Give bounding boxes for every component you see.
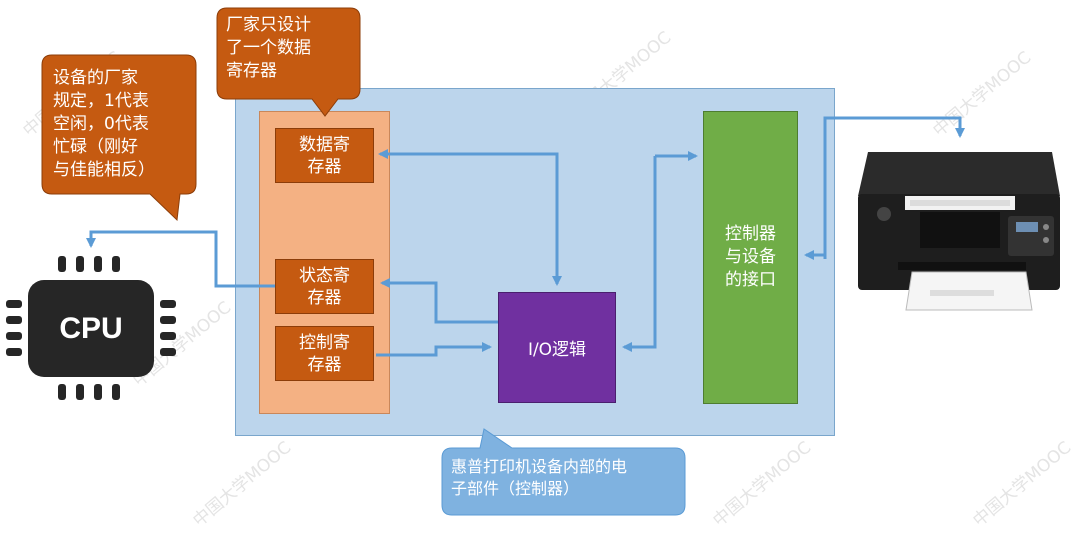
arrow-status-register xyxy=(380,278,498,324)
control-register-label: 控制寄 存器 xyxy=(299,332,350,375)
controller-device-interface: 控制器 与设备 的接口 xyxy=(703,111,798,404)
io-logic-label: I/O逻辑 xyxy=(527,340,587,360)
callout-component-shape xyxy=(441,428,686,516)
cpu-label: CPU xyxy=(28,280,154,377)
callout-status-rule: 设备的厂家 规定，1代表 空闲，0代表 忙碌（刚好 与佳能相反） xyxy=(53,67,193,182)
callout-manufacturer: 厂家只设计 了一个数据 寄存器 xyxy=(226,14,356,83)
io-logic-block: I/O逻辑 xyxy=(498,292,616,403)
arrow-io-interface xyxy=(622,156,657,352)
data-register: 数据寄 存器 xyxy=(275,128,374,183)
printer-icon xyxy=(858,152,1060,311)
cpu-icon xyxy=(6,256,176,400)
callout-manufacturer-text: 厂家只设计 了一个数据 寄存器 xyxy=(226,15,311,81)
arrow-control-register xyxy=(376,342,492,357)
callout-component-text: 惠普打印机设备内部的电 子部件（控制器） xyxy=(451,457,628,498)
callout-manufacturer-shape xyxy=(216,7,361,117)
data-register-label: 数据寄 存器 xyxy=(299,134,350,177)
control-register: 控制寄 存器 xyxy=(275,326,374,381)
controller-interface-label: 控制器 与设备 的接口 xyxy=(725,224,776,290)
arrow-data-register xyxy=(378,149,559,278)
arrow-printer xyxy=(823,116,965,259)
cpu-label-text: CPU xyxy=(59,311,123,345)
callout-status-rule-text: 设备的厂家 规定，1代表 空闲，0代表 忙碌（刚好 与佳能相反） xyxy=(53,68,155,180)
status-register-label: 状态寄 存器 xyxy=(299,265,350,308)
arrow-cpu xyxy=(86,230,275,288)
callout-component: 惠普打印机设备内部的电 子部件（控制器） xyxy=(451,456,683,500)
callout-status-shape xyxy=(41,54,197,222)
status-register: 状态寄 存器 xyxy=(275,259,374,314)
